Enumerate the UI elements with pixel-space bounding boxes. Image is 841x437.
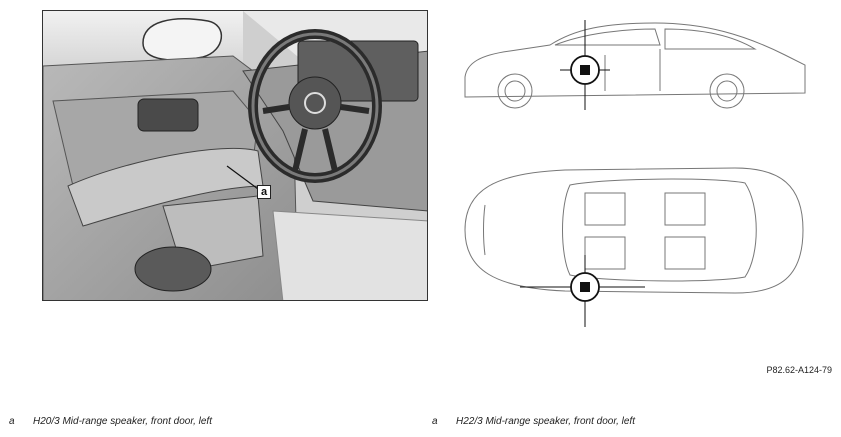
legend-item-right: a H22/3 Mid-range speaker, front door, le… xyxy=(432,416,635,427)
speaker-location-marker xyxy=(560,20,610,110)
car-outline-drawing xyxy=(464,20,806,327)
legend-key: a xyxy=(432,416,438,427)
car-location-drawings xyxy=(455,15,815,340)
figure-reference-code: P82.62-A124-79 xyxy=(766,365,832,375)
legend-item-left: a H20/3 Mid-range speaker, front door, le… xyxy=(9,416,212,427)
door-interior-drawing xyxy=(43,11,427,300)
speaker-location-marker xyxy=(520,255,645,327)
legend-text: H20/3 Mid-range speaker, front door, lef… xyxy=(33,416,212,427)
legend-text: H22/3 Mid-range speaker, front door, lef… xyxy=(456,416,635,427)
legend-key: a xyxy=(9,416,15,427)
callout-a: a xyxy=(257,185,271,199)
door-interior-illustration xyxy=(42,10,428,301)
